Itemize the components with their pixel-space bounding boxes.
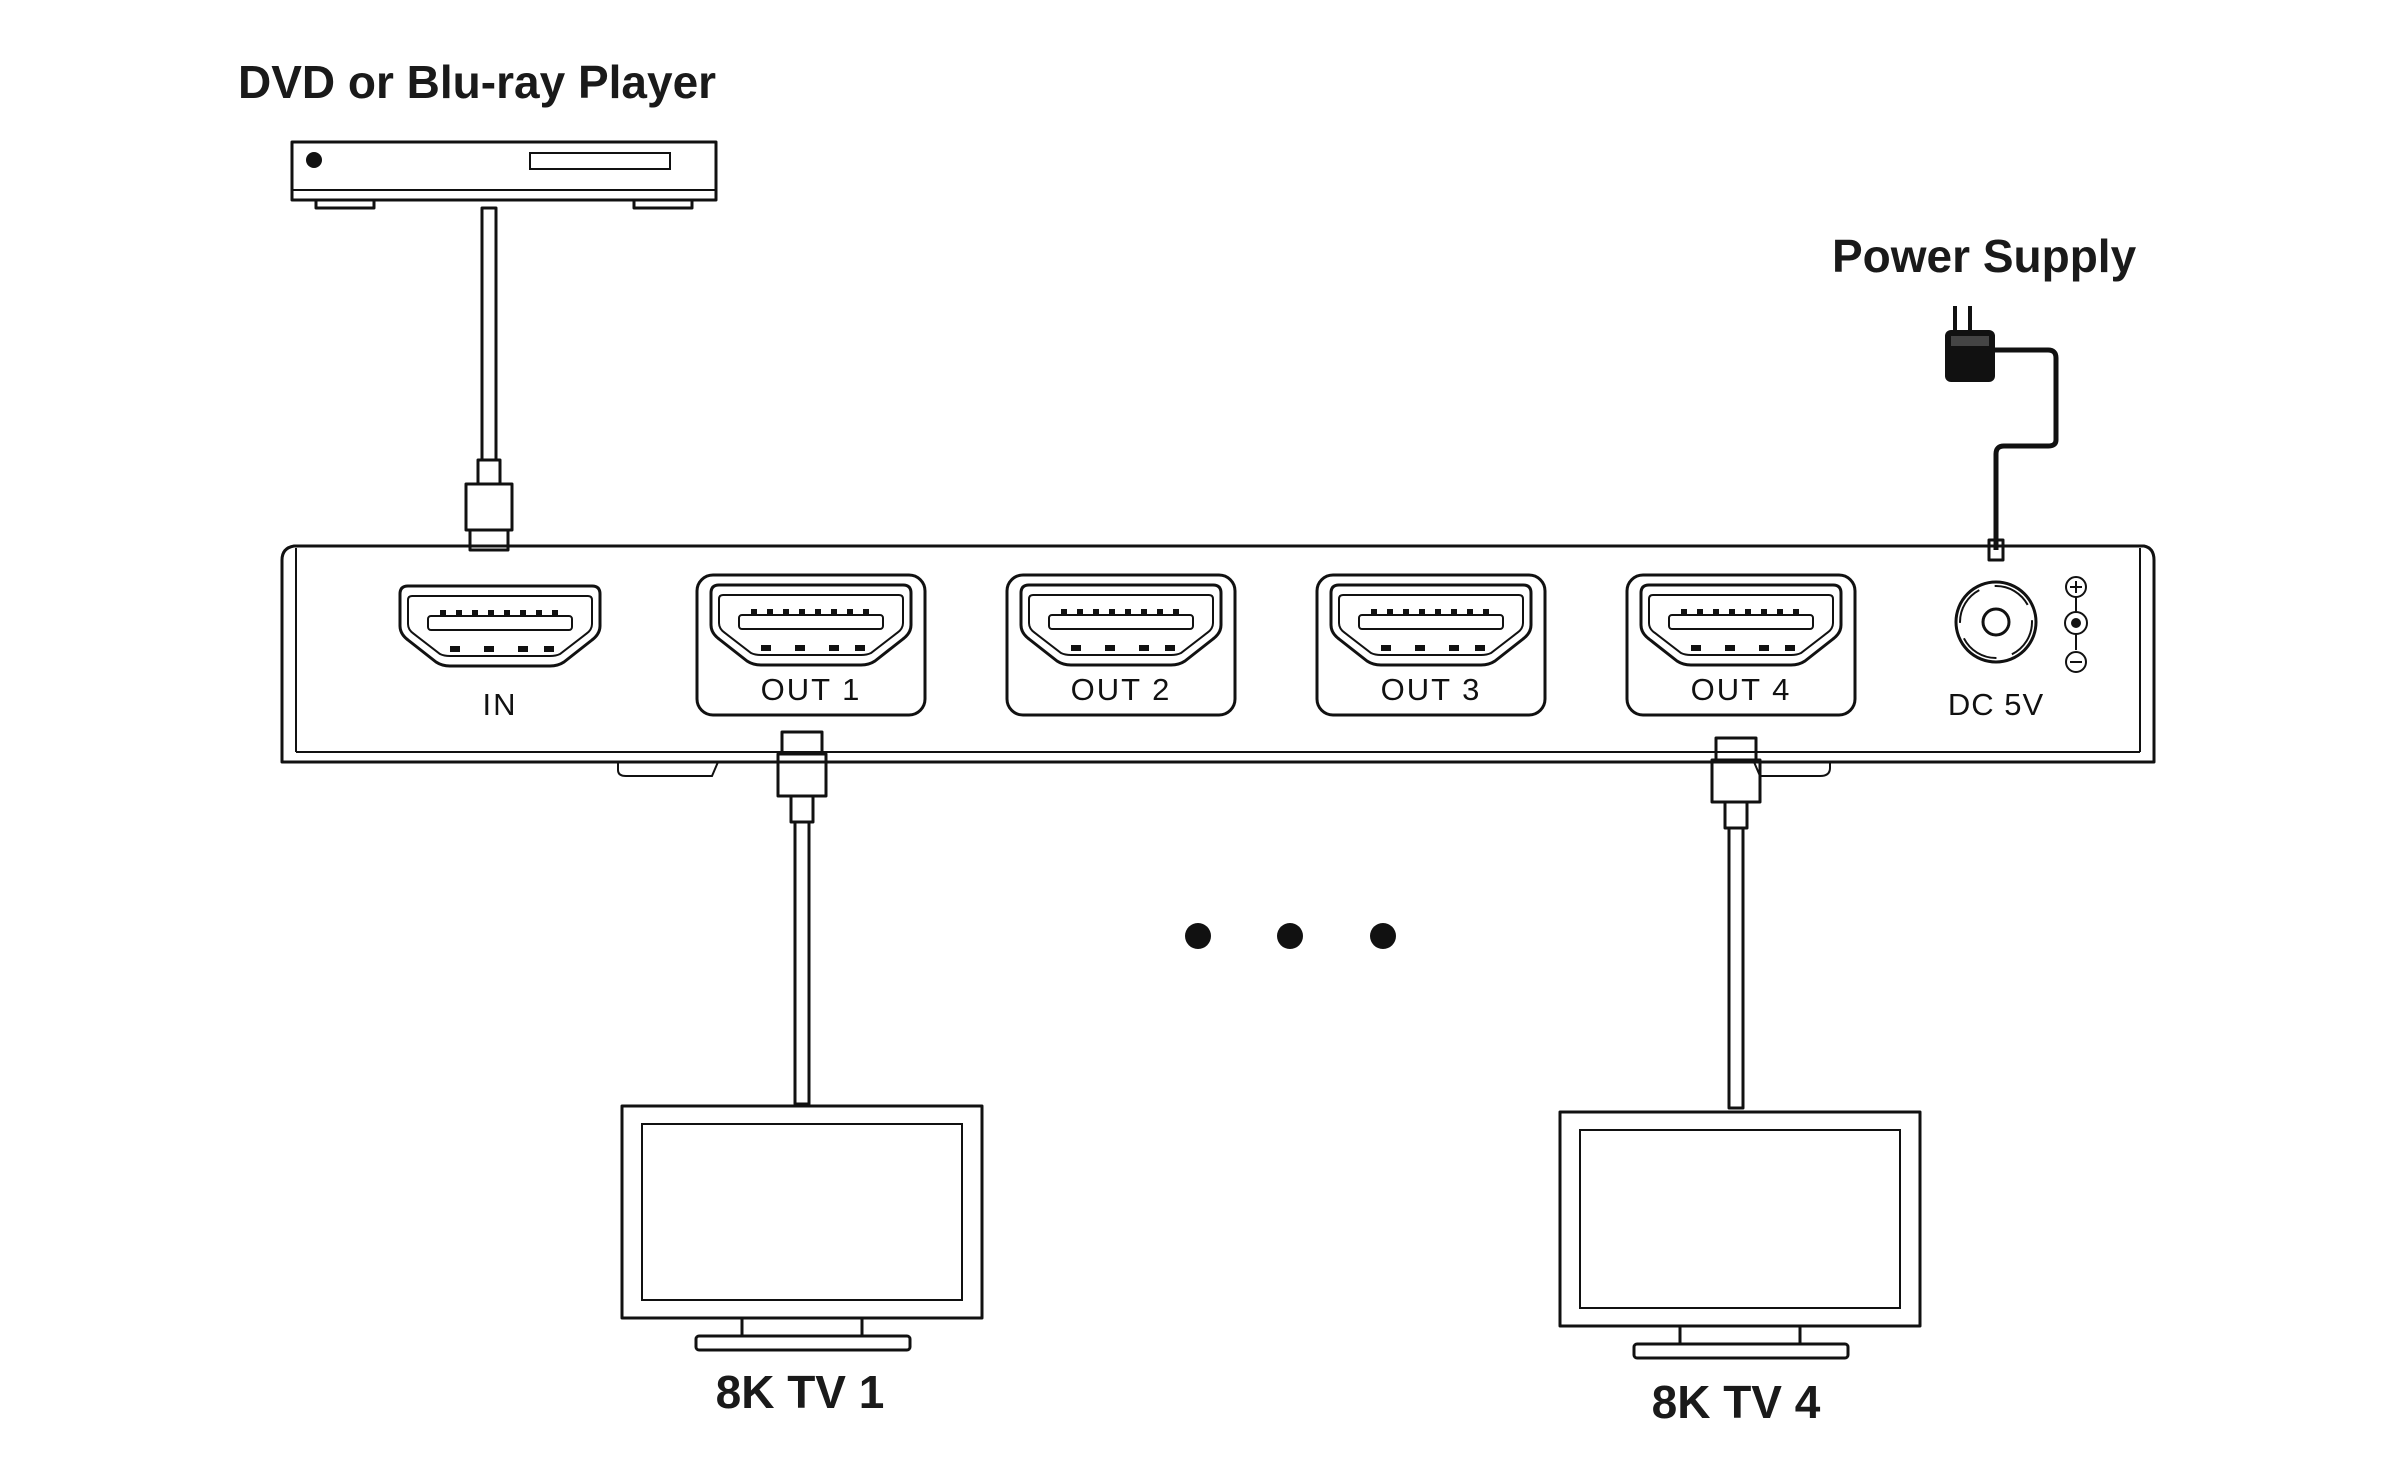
out4-port-label: OUT 4 (1691, 672, 1792, 707)
out2-port-label: OUT 2 (1071, 672, 1172, 707)
tv4-icon (1558, 1110, 1922, 1360)
source-device-label: DVD or Blu-ray Player (238, 56, 716, 108)
power-adapter-icon (1945, 306, 2059, 562)
output4-hdmi-cable (1710, 736, 1762, 1110)
out1-port-label: OUT 1 (761, 672, 862, 707)
tv1-icon (620, 1104, 984, 1352)
hdmi-in-port: IN (398, 584, 602, 722)
tv1-label: 8K TV 1 (716, 1366, 885, 1418)
hdmi-out1-port: OUT 1 (695, 573, 927, 717)
in-port-label: IN (483, 687, 518, 722)
out3-port-label: OUT 3 (1381, 672, 1482, 707)
dc-power-jack: DC 5V (1948, 580, 2044, 722)
tv4-label: 8K TV 4 (1652, 1376, 1821, 1428)
more-outputs-ellipsis (1185, 923, 1396, 949)
hdmi-out3-port: OUT 3 (1315, 573, 1547, 717)
input-hdmi-cable (464, 206, 514, 552)
hdmi-out2-port: OUT 2 (1005, 573, 1237, 717)
power-supply-label: Power Supply (1832, 230, 2137, 282)
hdmi-splitter-device (280, 544, 2156, 777)
output1-hdmi-cable (776, 730, 828, 1106)
hdmi-out4-port: OUT 4 (1625, 573, 1857, 717)
dvd-player-icon (290, 140, 718, 210)
polarity-icon (2064, 576, 2088, 673)
dc-port-label: DC 5V (1948, 687, 2044, 722)
